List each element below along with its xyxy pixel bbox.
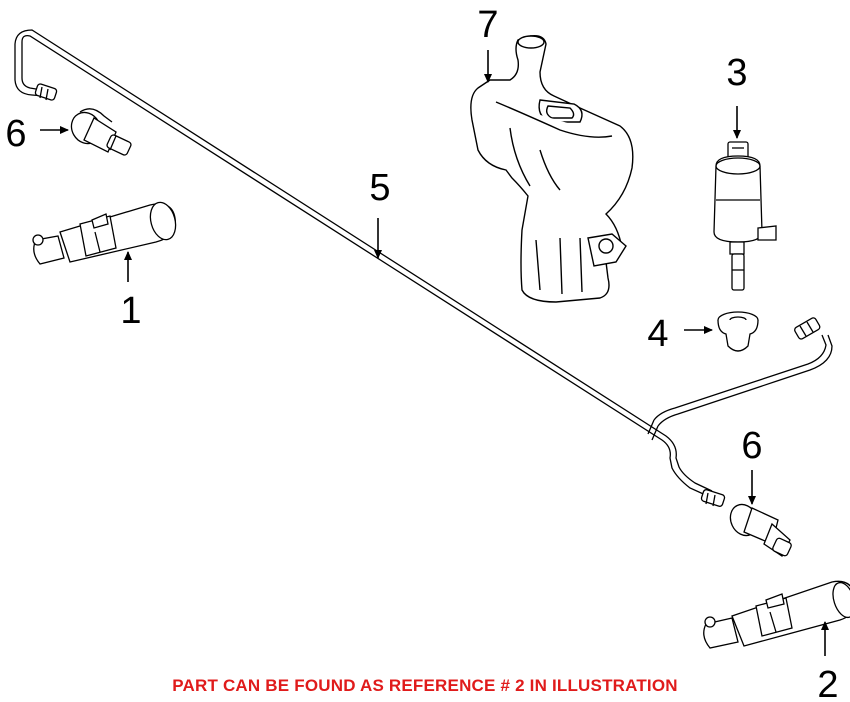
check-valve-left: [70, 108, 132, 156]
callout-part-6-left: 6: [5, 113, 26, 155]
callout-part-5: 5: [369, 167, 390, 209]
washer-reservoir-part-7: [470, 34, 634, 303]
callout-part-4: 4: [647, 313, 668, 355]
hose-end-connector-top: [794, 317, 821, 340]
reference-note: PART CAN BE FOUND AS REFERENCE # 2 IN IL…: [172, 676, 678, 695]
check-valve-right: [729, 503, 792, 557]
washer-nozzle-part-2: [703, 580, 850, 649]
callout-arrows: [40, 50, 829, 656]
grommet-part-4: [717, 311, 759, 352]
callout-part-6-right: 6: [741, 425, 762, 467]
washer-nozzle-part-1: [32, 201, 177, 265]
washer-hose-part-5: [14, 29, 833, 498]
callout-part-7: 7: [477, 4, 498, 46]
callout-part-2: 2: [817, 664, 838, 702]
callout-part-1: 1: [120, 290, 141, 332]
hose-end-connector-left: [34, 83, 58, 101]
washer-pump-part-3: [713, 141, 777, 291]
callout-part-3: 3: [726, 52, 747, 94]
hose-end-connector-right: [700, 489, 726, 507]
